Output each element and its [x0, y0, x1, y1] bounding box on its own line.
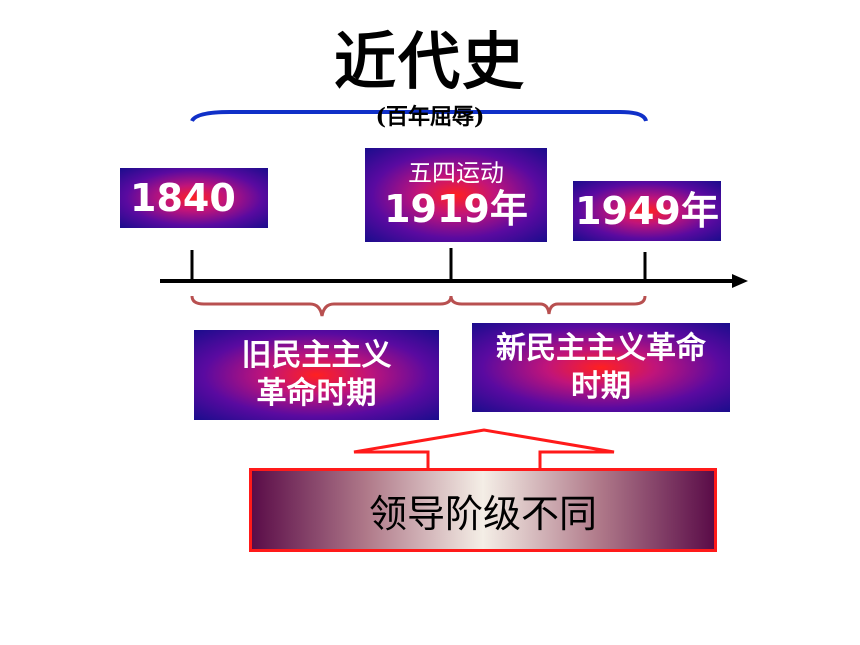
- milestone-1840: 1840: [120, 168, 268, 228]
- page-title: 近代史: [333, 25, 526, 98]
- conclusion-text: 领导阶级不同: [368, 491, 597, 536]
- timeline-arrowhead: [732, 274, 748, 288]
- period-new-line1: 新民主主义革命: [496, 330, 706, 366]
- period-old-democratic: 旧民主主义 革命时期: [194, 330, 439, 420]
- period-brace-old: [190, 295, 453, 317]
- milestone-1949-label: 1949年: [575, 189, 719, 233]
- title-brace: [190, 110, 648, 123]
- period-new-democratic: 新民主主义革命 时期: [472, 323, 730, 412]
- up-arrow: [353, 428, 615, 472]
- milestone-1919: 五四运动 1919年: [365, 148, 547, 242]
- conclusion-box: 领导阶级不同: [249, 468, 717, 552]
- milestone-1840-label: 1840: [130, 176, 236, 220]
- milestone-1949: 1949年: [573, 181, 721, 241]
- period-new-line2: 时期: [571, 368, 631, 404]
- milestone-1919-event: 五四运动: [408, 159, 504, 187]
- milestone-1919-year: 1919年: [384, 187, 528, 231]
- page-subtitle: (百年屈辱): [375, 104, 485, 130]
- period-brace-new: [449, 295, 647, 315]
- period-old-line2: 革命时期: [256, 376, 377, 411]
- period-old-line1: 旧民主主义: [241, 338, 392, 373]
